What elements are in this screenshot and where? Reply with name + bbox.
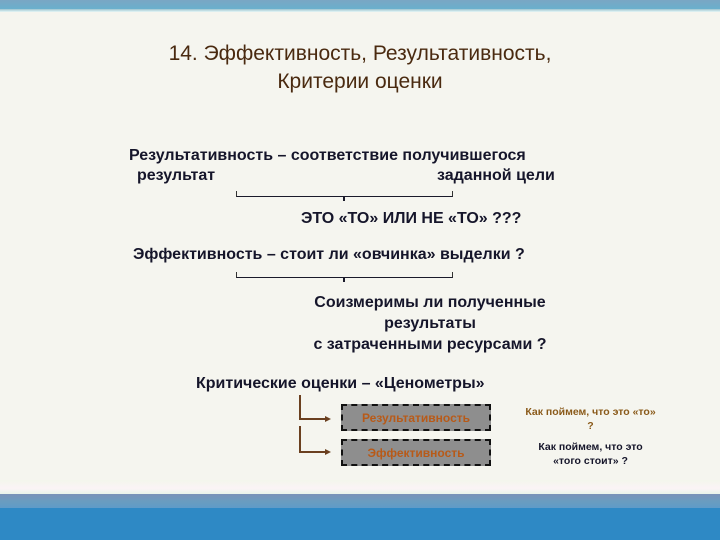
connector-line — [299, 426, 301, 452]
bracket-tick — [343, 197, 345, 201]
criteria-heading: Критические оценки – «Ценометры» — [196, 375, 485, 392]
connector-line — [299, 395, 301, 419]
efficiency-question-line-1: Соизмеримы ли полученные — [314, 294, 546, 311]
arrow-right-icon — [325, 416, 331, 422]
efficiency-definition-line: Эффективность – стоит ли «овчинка» выдел… — [133, 246, 525, 263]
title-line-2: Критерии оценки — [277, 70, 443, 93]
result-word: результат — [137, 167, 216, 184]
connector-line — [299, 451, 325, 453]
arrow-right-icon — [325, 449, 331, 455]
bottom-decorative-band — [0, 508, 720, 540]
result-bracket — [236, 191, 453, 201]
top-decorative-line — [0, 9, 720, 12]
efficiency-question-line-3: с затраченными ресурсами ? — [313, 336, 547, 353]
criterion-box-efficiency: Эффективность — [341, 439, 491, 466]
bracket-tick — [343, 278, 345, 282]
slide-title: 14. Эффективность, Результативность, Кри… — [100, 40, 620, 96]
top-decorative-band — [0, 0, 720, 9]
result-definition-line: Результативность – соответствие получивш… — [129, 147, 526, 164]
criterion-note-efficiency: Как поймем, что это «того стоит» ? — [508, 440, 673, 468]
efficiency-question-line-2: результаты — [384, 315, 476, 332]
bottom-decorative-fade — [0, 480, 720, 494]
criterion-note-result: Как поймем, что это «то» ? — [508, 405, 673, 433]
efficiency-bracket — [236, 272, 453, 282]
result-question: ЭТО «ТО» ИЛИ НЕ «ТО» ??? — [301, 210, 522, 227]
criterion-box-result: Результативность — [341, 404, 491, 431]
note-line: Как поймем, что это «то» — [525, 406, 656, 418]
note-line: Как поймем, что это — [538, 441, 643, 453]
connector-line — [299, 418, 325, 420]
title-line-1: 14. Эффективность, Результативность, — [168, 42, 552, 65]
efficiency-question: Соизмеримы ли полученные результаты с за… — [290, 292, 570, 355]
goal-phrase: заданной цели — [437, 167, 555, 184]
bottom-decorative-band-light — [0, 494, 720, 508]
note-line: ? — [587, 420, 594, 432]
note-line: «того стоит» ? — [553, 455, 628, 467]
